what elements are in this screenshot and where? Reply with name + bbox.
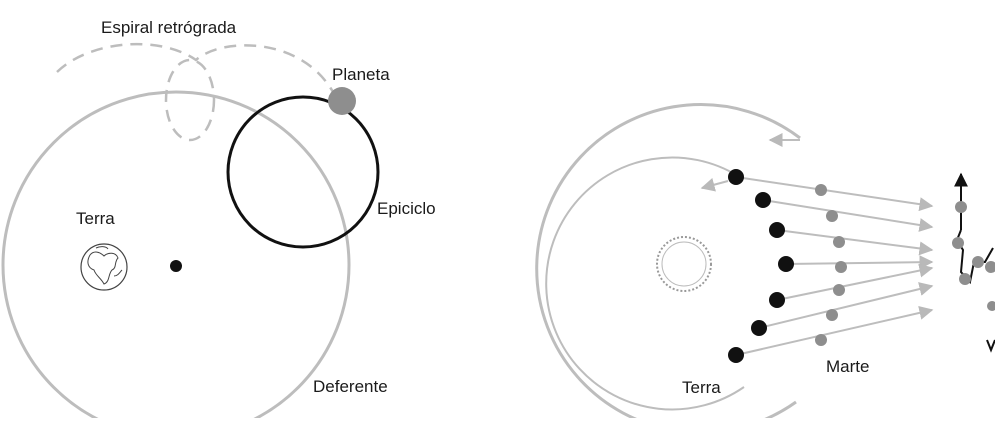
- earth-orbit: [545, 156, 745, 411]
- apparent-path: [952, 172, 995, 353]
- mars-orbit: [535, 103, 801, 423]
- mars-positions: [815, 184, 847, 346]
- mars-position: [826, 210, 838, 222]
- earth-position: [728, 169, 744, 185]
- heliocentric-model: Terra Marte: [535, 103, 995, 423]
- deferent-center-dot: [170, 260, 182, 272]
- mars-position: [833, 284, 845, 296]
- sun-icon: [656, 236, 712, 292]
- deferent-circle: [1, 90, 351, 423]
- label-earth-orbit: Terra: [682, 378, 721, 397]
- earth-position: [751, 320, 767, 336]
- label-planet: Planeta: [332, 65, 390, 84]
- earth-positions: [728, 169, 794, 363]
- label-earth: Terra: [76, 209, 115, 228]
- mars-position: [815, 334, 827, 346]
- label-epicycle: Epiciclo: [377, 199, 436, 218]
- mars-position: [833, 236, 845, 248]
- earth-position: [728, 347, 744, 363]
- mars-position: [835, 261, 847, 273]
- retrograde-spiral-outer: [56, 43, 335, 93]
- sight-lines: [735, 176, 934, 356]
- label-deferent: Deferente: [313, 377, 388, 396]
- earth-position: [769, 222, 785, 238]
- earth-position: [778, 256, 794, 272]
- retrograde-spiral-loop: [164, 58, 216, 142]
- label-retrograde-spiral: Espiral retrógrada: [101, 18, 237, 37]
- ptolemaic-model: Espiral retrógrada Planeta Epiciclo Terr…: [1, 18, 436, 423]
- planet-dot: [328, 87, 356, 115]
- earth-orbit-arrow: [700, 177, 729, 192]
- label-mars: Marte: [826, 357, 869, 376]
- earth-icon: [80, 243, 128, 291]
- earth-position: [769, 292, 785, 308]
- mars-position: [826, 309, 838, 321]
- mars-position: [815, 184, 827, 196]
- earth-position: [755, 192, 771, 208]
- epicycle-circle: [226, 95, 380, 249]
